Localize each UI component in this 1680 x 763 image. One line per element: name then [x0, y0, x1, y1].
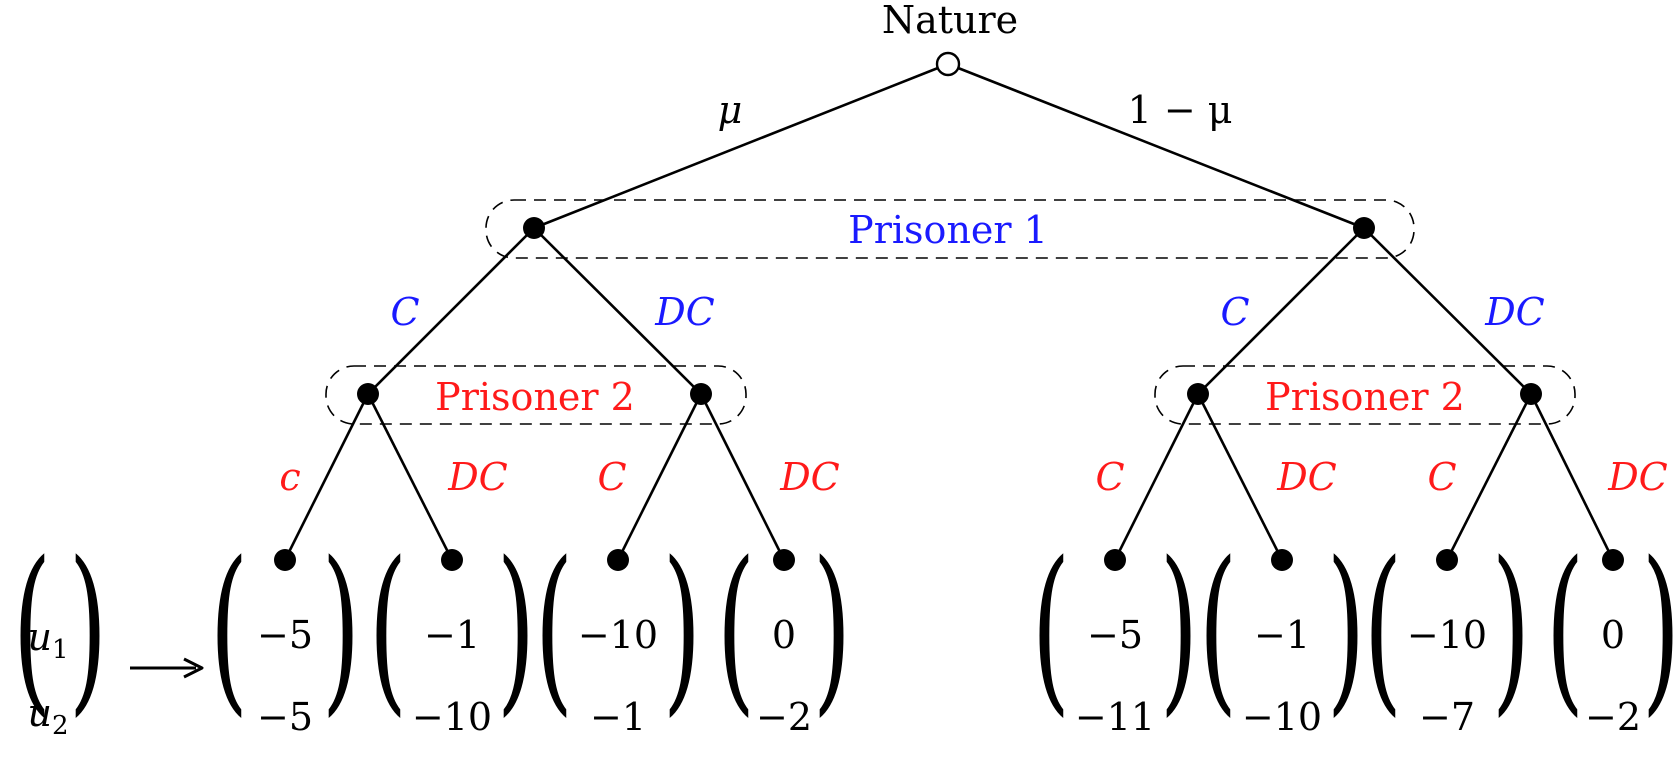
prisoner2-left-label: Prisoner 2	[435, 375, 635, 419]
payoff-u1: −10	[578, 613, 658, 657]
prisoner2-a-action-c: c	[279, 455, 300, 499]
edge-p2-b-dc	[699, 393, 786, 561]
payoff-vector-8: () 0 −2	[1546, 524, 1680, 739]
legend-u2: u2	[27, 691, 68, 741]
prisoner2-d-action-c: C	[1427, 455, 1456, 499]
payoff-vector-1: ()−5 −5	[210, 524, 361, 739]
payoff-u2: −1	[590, 695, 646, 739]
prisoner2-node-b	[690, 383, 712, 405]
nature-node	[935, 51, 961, 77]
legend-right-paren: )	[69, 524, 108, 733]
payoff-u1: −5	[257, 613, 313, 657]
payoff-u2: −2	[1585, 695, 1641, 739]
edge-p2-a-c	[283, 393, 370, 561]
payoff-u2: −10	[1242, 695, 1322, 739]
prisoner2-right-label: Prisoner 2	[1265, 375, 1465, 419]
payoff-u2: −10	[412, 695, 492, 739]
payoff-right-paren: )	[1642, 524, 1680, 733]
payoff-u1: −1	[424, 613, 480, 657]
payoff-u2: −5	[257, 695, 313, 739]
nature-right-probability: 1 − μ	[1128, 88, 1233, 132]
prisoner1-node-right	[1353, 217, 1375, 239]
payoff-u2: −11	[1075, 695, 1155, 739]
terminal-node-7	[1436, 549, 1458, 571]
nature-left-probability: μ	[718, 88, 743, 132]
prisoner2-c-action-c: C	[1095, 455, 1124, 499]
payoff-right-paren: )	[322, 524, 361, 733]
payoff-u1: −1	[1254, 613, 1310, 657]
prisoner1-node-left	[523, 217, 545, 239]
payoff-left-paren: (	[535, 524, 574, 733]
edge-p2-b-c	[616, 393, 703, 561]
prisoner2-d-action-dc: DC	[1607, 455, 1668, 499]
payoff-vector-7: ()−10 −7	[1364, 524, 1531, 739]
edge-p2-d-c	[1445, 393, 1533, 561]
edge-p1-left-c	[367, 227, 535, 395]
info-set-prisoner2-right	[1154, 365, 1576, 425]
payoff-vectors: ()−5−5()−1−10()−10−1()0−2()−5−11()−1−10(…	[210, 524, 1680, 739]
payoff-left-paren: (	[1032, 524, 1071, 733]
prisoner1-label: Prisoner 1	[848, 208, 1048, 252]
terminal-node-8	[1602, 549, 1624, 571]
edge-p2-d-dc	[1529, 393, 1615, 561]
prisoner2-b-action-c: C	[597, 455, 626, 499]
edge-p1-left-dc	[533, 227, 702, 395]
payoff-right-paren: )	[813, 524, 852, 733]
prisoner2-node-d	[1520, 383, 1542, 405]
edge-p1-right-c	[1197, 227, 1365, 395]
payoff-vector-5: () −5 −11	[1032, 524, 1199, 739]
payoff-right-paren: )	[1492, 524, 1531, 733]
terminal-node-2	[441, 549, 463, 571]
payoff-right-paren: )	[663, 524, 702, 733]
edge-p1-right-dc	[1363, 227, 1532, 395]
edge-p2-a-dc	[366, 393, 454, 561]
prisoner1-left-action-dc: DC	[654, 290, 715, 334]
nature-label: Nature	[882, 0, 1018, 42]
edge-nature-right	[947, 62, 1365, 230]
legend-u1: u1	[27, 615, 68, 665]
payoff-u2: −7	[1419, 695, 1475, 739]
payoff-vector-4: () 0 −2	[717, 524, 852, 739]
prisoner1-right-action-c: C	[1220, 290, 1249, 334]
payoff-left-paren: (	[1364, 524, 1403, 733]
payoff-u1: 0	[1601, 613, 1625, 657]
edge-p2-c-c	[1113, 393, 1200, 561]
payoff-left-paren: (	[369, 524, 408, 733]
terminal-node-6	[1271, 549, 1293, 571]
edge-nature-left	[533, 62, 949, 230]
terminal-node-4	[773, 549, 795, 571]
payoff-right-paren: )	[1160, 524, 1199, 733]
prisoner2-node-c	[1187, 383, 1209, 405]
prisoner2-b-action-dc: DC	[779, 455, 840, 499]
payoff-legend: ( ) u1 u2	[13, 524, 204, 741]
prisoner1-left-action-c: C	[390, 290, 419, 334]
prisoner1-right-action-dc: DC	[1484, 290, 1545, 334]
edge-p2-c-dc	[1196, 393, 1284, 561]
payoff-vector-6: () −1 −10	[1199, 524, 1366, 739]
payoff-right-paren: )	[497, 524, 536, 733]
payoff-u1: −5	[1087, 613, 1143, 657]
payoff-vector-3: ()−10 −1	[535, 524, 702, 739]
payoff-u2: −2	[756, 695, 812, 739]
terminal-node-5	[1104, 549, 1126, 571]
prisoner2-node-a	[357, 383, 379, 405]
payoff-left-paren: (	[210, 524, 249, 733]
info-set-prisoner2-left	[325, 365, 747, 425]
payoff-left-paren: (	[1546, 524, 1585, 733]
payoff-right-paren: )	[1327, 524, 1366, 733]
legend-arrow-head	[183, 657, 204, 679]
payoff-vector-2: () −1 −10	[369, 524, 536, 739]
payoff-left-paren: (	[717, 524, 756, 733]
terminal-node-3	[607, 549, 629, 571]
terminal-node-1	[274, 549, 296, 571]
payoff-u1: −10	[1407, 613, 1487, 657]
payoff-u1: 0	[772, 613, 796, 657]
prisoner2-c-action-dc: DC	[1276, 455, 1337, 499]
payoff-left-paren: (	[1199, 524, 1238, 733]
legend-left-paren: (	[13, 524, 52, 733]
prisoner2-a-action-dc: DC	[447, 455, 508, 499]
